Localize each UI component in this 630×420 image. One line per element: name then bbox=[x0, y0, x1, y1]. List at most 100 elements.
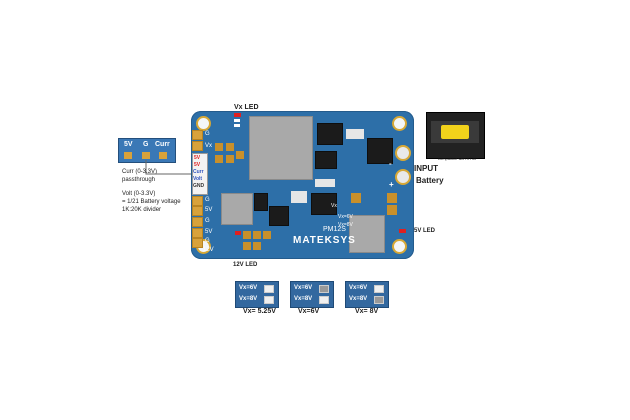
capacitor bbox=[243, 242, 251, 250]
pad-g-label: G bbox=[205, 238, 210, 244]
jumper-pad bbox=[319, 296, 329, 304]
jumper-row-6v: Vx=6V bbox=[349, 285, 368, 291]
capacitor bbox=[253, 231, 261, 239]
mount-hole bbox=[392, 239, 407, 254]
input-label: INPUT bbox=[414, 164, 438, 173]
edge-pad bbox=[192, 141, 203, 151]
inductor-shield-5v bbox=[349, 215, 385, 253]
jumper-panel-525: Vx=6V Vx=8V bbox=[235, 281, 279, 308]
jumper-pad-bridged bbox=[374, 296, 384, 304]
xt30-plug bbox=[441, 125, 469, 139]
edge-pad bbox=[192, 238, 203, 248]
inductor-shield-small bbox=[221, 193, 253, 225]
capacitor bbox=[351, 193, 361, 203]
curr-desc-line1: Curr (0-3.3V) bbox=[122, 169, 158, 175]
jumper-row-6v: Vx=6V bbox=[239, 285, 258, 291]
pad-12v-label: 12V bbox=[203, 247, 214, 253]
jumper-panel-6v: Vx=6V Vx=8V bbox=[290, 281, 334, 308]
pin-curr bbox=[159, 152, 167, 159]
led-5v-label: 5V LED bbox=[414, 228, 436, 234]
volt-description: Volt (0-3.3V) = 1/21 Battery voltage 1K:… bbox=[122, 190, 181, 214]
pin-g-label: G bbox=[143, 141, 149, 148]
pin-header: 5V G Curr bbox=[118, 138, 176, 163]
capacitor bbox=[215, 155, 223, 163]
vx6v-silk: Vx=6V bbox=[338, 214, 353, 220]
pin-5v-label: 5V bbox=[124, 141, 133, 148]
smd-component bbox=[315, 179, 335, 187]
edge-pad bbox=[192, 217, 203, 227]
vx-led bbox=[234, 113, 241, 117]
brand-logo-text: MATEKSYS bbox=[293, 235, 356, 246]
led-12v-label: 12V LED bbox=[233, 262, 258, 268]
jumper-row-6v: Vx=6V bbox=[294, 285, 313, 291]
mount-hole bbox=[392, 116, 407, 131]
capacitor bbox=[243, 231, 251, 239]
mosfet-chip bbox=[315, 151, 337, 169]
conn-gnd: GND bbox=[193, 183, 205, 189]
capacitor bbox=[263, 231, 271, 239]
curr-description: Curr (0-3.3V) passthrough bbox=[122, 168, 157, 184]
battery-positive-pad bbox=[395, 169, 411, 185]
mosfet-chip bbox=[317, 123, 343, 145]
battery-plus-sign: + bbox=[389, 180, 394, 189]
smd-component bbox=[291, 191, 307, 203]
jumper-panel-8v: Vx=6V Vx=8V bbox=[345, 281, 389, 308]
ic-chip bbox=[269, 206, 289, 226]
mount-hole bbox=[196, 116, 211, 131]
inductor-shield bbox=[249, 116, 313, 180]
jumper-row-8v: Vx=8V bbox=[239, 296, 258, 302]
pad-vx-label: Vx bbox=[205, 143, 213, 149]
regulator-chip bbox=[367, 138, 393, 164]
pin-5v bbox=[124, 152, 132, 159]
volt-desc-line3: 1K:20K divider bbox=[122, 207, 162, 213]
jumper-pad bbox=[264, 296, 274, 304]
connector-wire bbox=[145, 160, 196, 175]
capacitor bbox=[253, 242, 261, 250]
led-12v bbox=[235, 231, 241, 235]
vx-led-label: Vx LED bbox=[234, 104, 259, 111]
vx8v-silk: Vx=8V bbox=[338, 222, 353, 228]
conn-volt: Volt bbox=[193, 176, 203, 182]
capacitor bbox=[387, 205, 397, 215]
curr-desc-line2: passthrough bbox=[122, 177, 156, 183]
connector-labels-box: 5V 5V Curr Volt GND bbox=[192, 153, 208, 195]
ic-chip bbox=[254, 193, 268, 211]
jumper-caption-525: Vx= 5.25V bbox=[243, 308, 276, 315]
conn-5v: 5V bbox=[194, 155, 201, 161]
conn-curr: Curr bbox=[193, 169, 204, 175]
pin-g bbox=[142, 152, 150, 159]
pad-5v-label: 5V bbox=[205, 229, 213, 235]
battery-label: Battery bbox=[416, 176, 444, 185]
jumper-pad bbox=[264, 285, 274, 293]
jumper-row-8v: Vx=8V bbox=[294, 296, 313, 302]
xt30-connector bbox=[426, 112, 485, 159]
jumper-pad bbox=[374, 285, 384, 293]
capacitor bbox=[215, 143, 223, 151]
pad-g-label: G bbox=[205, 218, 210, 224]
jumper-pad-bridged bbox=[319, 285, 329, 293]
jumper-caption-8v: Vx= 8V bbox=[355, 308, 379, 315]
model-name: PM12S bbox=[323, 226, 346, 233]
battery-negative-pad bbox=[395, 145, 411, 161]
jumper-caption-6v: Vx=6V bbox=[298, 308, 320, 315]
edge-pad bbox=[192, 228, 203, 238]
pad-g-label: G bbox=[205, 197, 210, 203]
edge-pad bbox=[192, 130, 203, 140]
pad-g-label: G bbox=[205, 131, 210, 137]
pcb-board: G Vx G 5V G 5V G 12V - + Vx=6V Vx=8V Vx bbox=[191, 111, 414, 259]
smd-component bbox=[234, 119, 240, 122]
edge-pad bbox=[192, 206, 203, 216]
smd-component bbox=[234, 124, 240, 127]
xt30-caption: compatible with XT30 bbox=[438, 156, 477, 161]
conn-5v: 5V bbox=[194, 162, 201, 168]
capacitor bbox=[387, 193, 397, 203]
capacitor bbox=[236, 151, 244, 159]
capacitor bbox=[226, 143, 234, 151]
jumper-row-8v: Vx=8V bbox=[349, 296, 368, 302]
led-5v bbox=[399, 229, 406, 233]
edge-pad bbox=[192, 196, 203, 206]
volt-desc-line2: = 1/21 Battery voltage bbox=[122, 199, 181, 205]
pin-curr-label: Curr bbox=[155, 141, 170, 148]
battery-minus-sign: - bbox=[389, 159, 392, 168]
capacitor bbox=[226, 155, 234, 163]
